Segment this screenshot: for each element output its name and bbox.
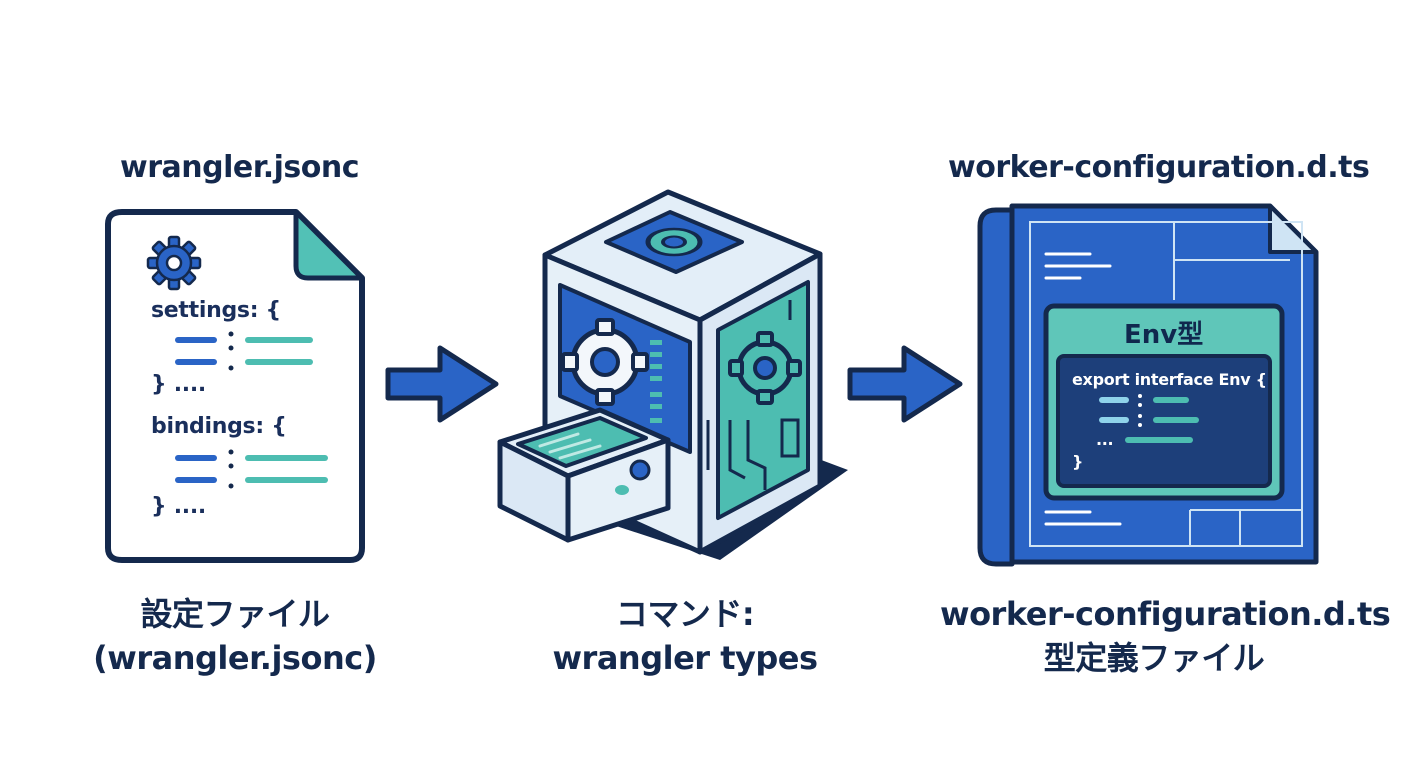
code-close-1: } .... (151, 372, 206, 397)
command-caption-line1: コマンド: (615, 595, 755, 633)
code-close-2: } .... (151, 494, 206, 519)
code-settings-label: settings: { (151, 298, 281, 323)
code-export-interface: export interface Env { (1072, 370, 1267, 389)
env-type-title: Env型 (1124, 320, 1204, 350)
config-file-caption-line2: (wrangler.jsonc) (93, 639, 377, 677)
gear-icon (146, 235, 202, 291)
code-bindings-label: bindings: { (151, 414, 287, 439)
config-file-document (105, 209, 365, 563)
blueprint-icon (977, 203, 1319, 567)
command-caption-line2: wrangler types (552, 639, 818, 677)
config-file-caption: 設定ファイル (wrangler.jsonc) (90, 592, 380, 680)
arrow-right-icon (847, 345, 963, 423)
types-file-caption: worker-configuration.d.ts 型定義ファイル (940, 592, 1391, 680)
config-file-title: wrangler.jsonc (120, 150, 360, 185)
types-file-caption-line1: worker-configuration.d.ts (940, 595, 1391, 633)
arrow-right-icon (385, 345, 499, 423)
command-caption: コマンド: wrangler types (540, 592, 830, 680)
types-file-caption-line2: 型定義ファイル (1043, 639, 1265, 677)
config-code-bars (175, 331, 328, 489)
code-dots: ... (1096, 430, 1114, 449)
code-close-brace: } (1072, 452, 1084, 471)
config-file-caption-line1: 設定ファイル (140, 595, 330, 633)
machine-icon (497, 189, 848, 560)
types-file-title: worker-configuration.d.ts (948, 150, 1370, 185)
